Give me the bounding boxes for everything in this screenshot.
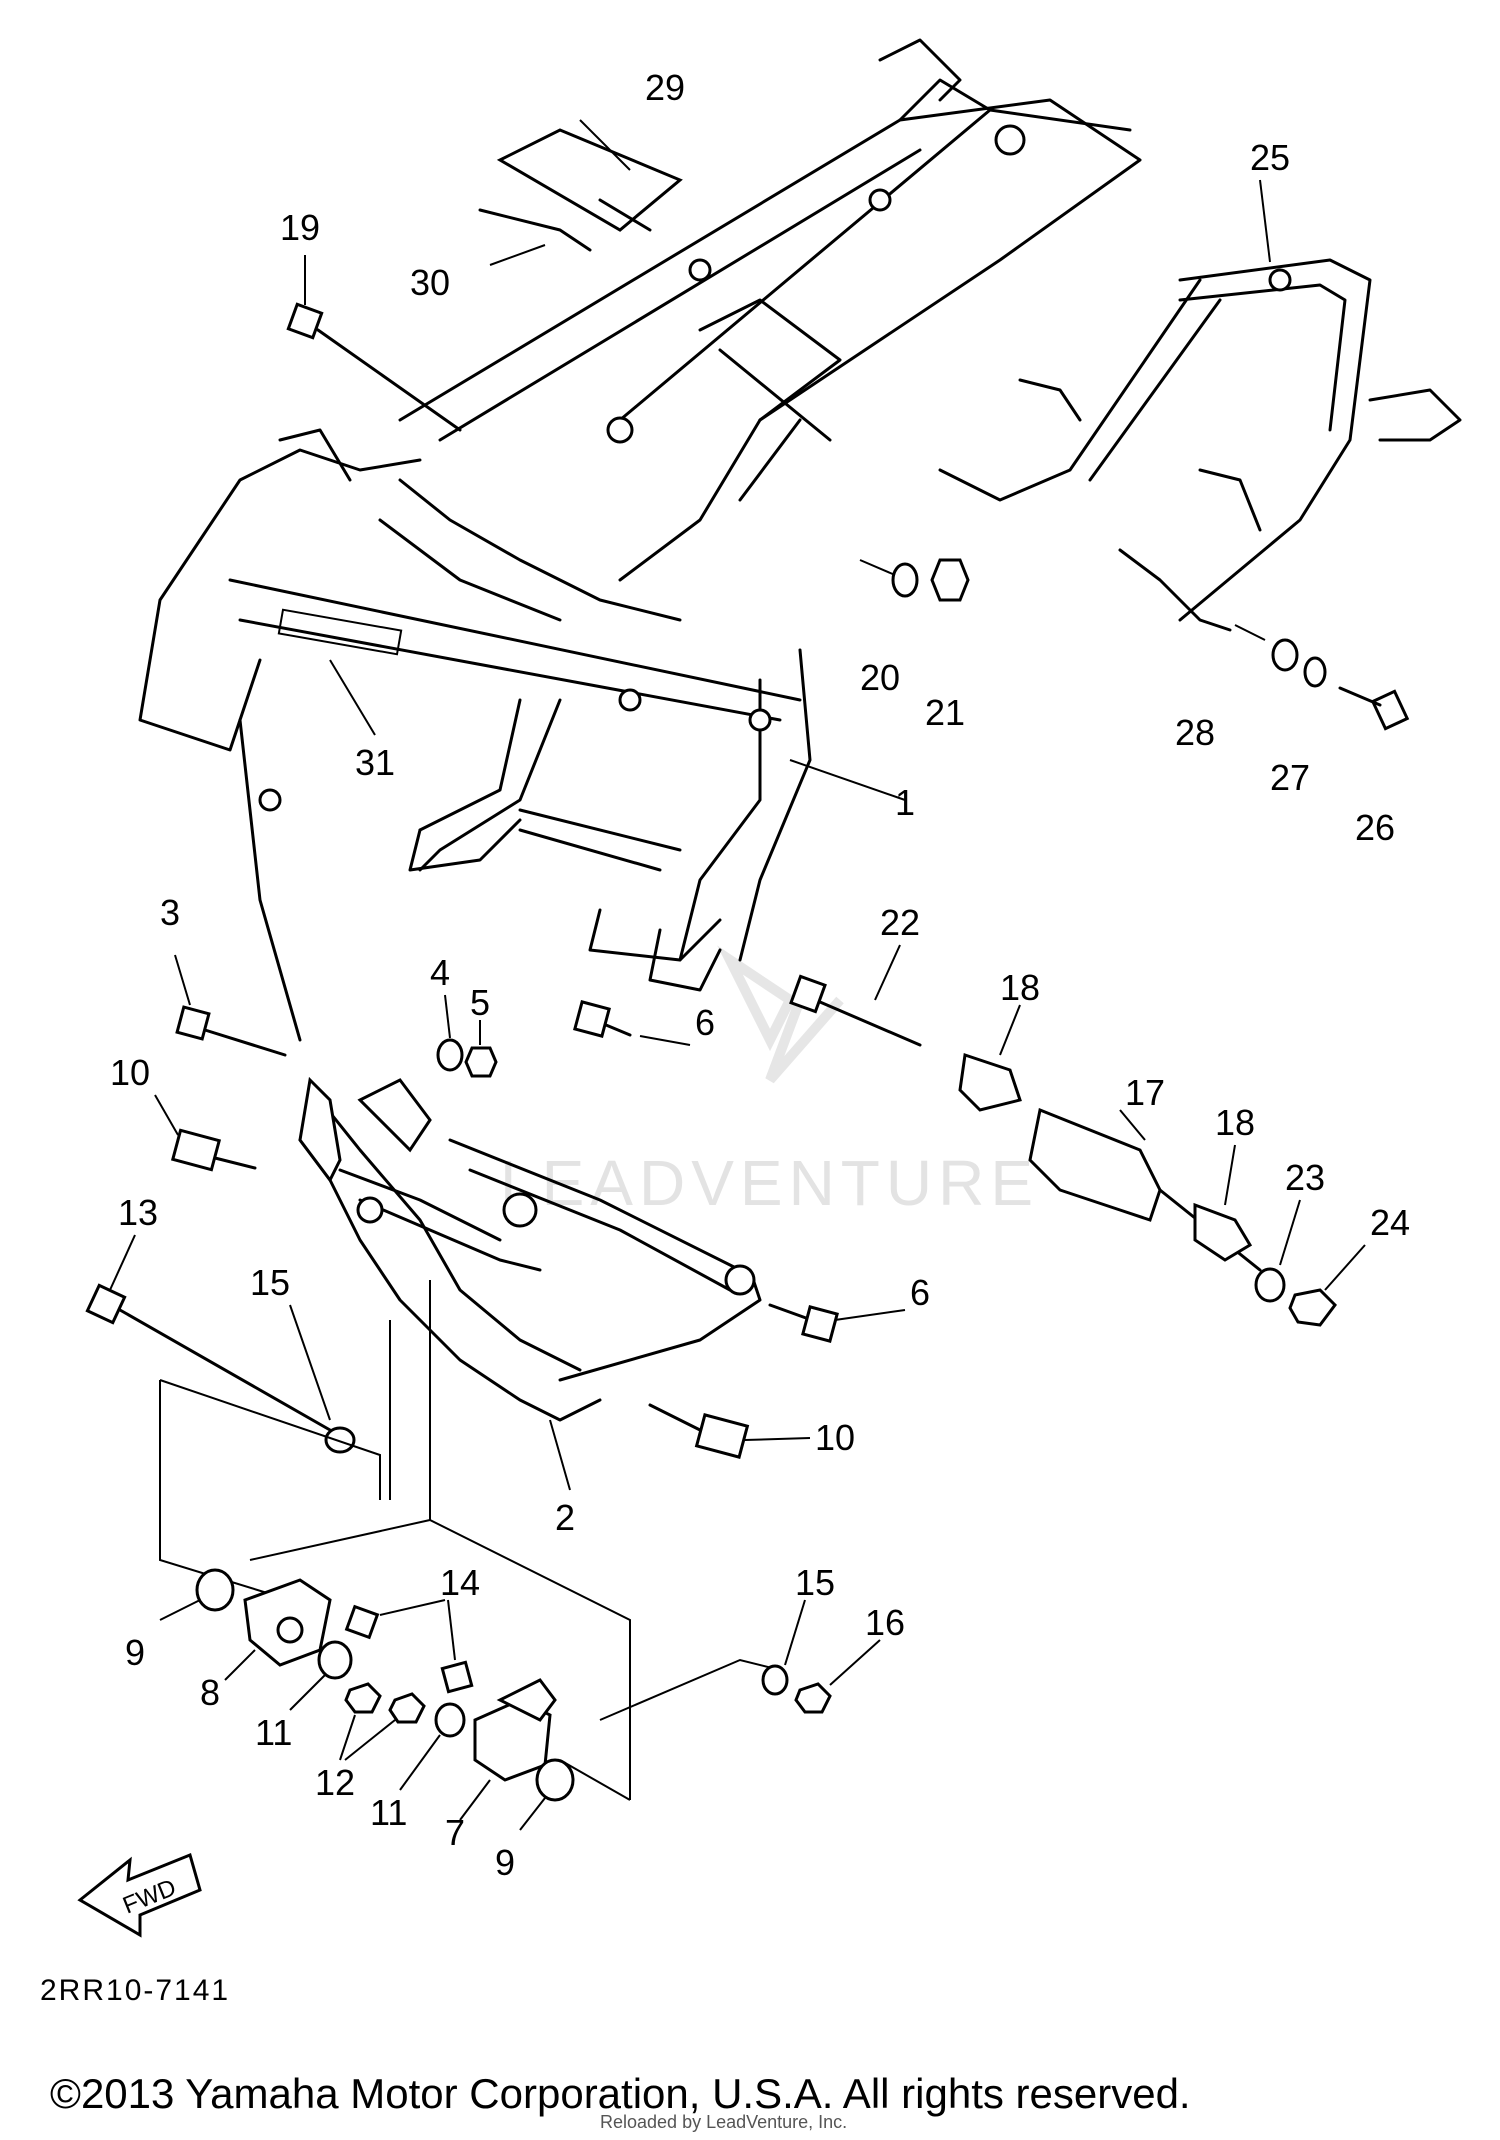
bolt-6-lower	[768, 1303, 906, 1343]
callout-26: 26	[1355, 807, 1395, 848]
callout-19: 19	[280, 207, 320, 248]
collar-9-right	[519, 1758, 575, 1831]
washer-nut-20-21	[859, 558, 970, 602]
callout-6-lower: 6	[910, 1272, 930, 1313]
callout-18-right: 18	[1215, 1102, 1255, 1143]
washer-11-right	[399, 1702, 466, 1791]
main-frame	[138, 38, 1142, 1042]
bolt-14-right	[440, 1599, 474, 1694]
credit-line: Reloaded by LeadVenture, Inc.	[600, 2112, 847, 2132]
long-bolt-13	[85, 1234, 332, 1432]
long-bolt-19	[286, 255, 462, 432]
callout-30: 30	[410, 262, 450, 303]
washer-nut-4-5	[436, 994, 498, 1078]
nut-12-left	[339, 1682, 382, 1761]
callout-2: 2	[555, 1497, 575, 1538]
damper-8	[224, 1578, 332, 1681]
washer-11-left	[289, 1640, 353, 1711]
callout-labels: 1 2 3 4 5 6 6 7 8 9 9 10 10 11 11 12 13 …	[110, 67, 1410, 1883]
long-bolt-22	[789, 944, 922, 1047]
callout-6-upper: 6	[695, 1002, 715, 1043]
bolt-washers-26-28	[1234, 624, 1410, 731]
leader-31	[329, 659, 376, 736]
spacer-18-left	[958, 1004, 1022, 1112]
damper-7	[459, 1678, 557, 1821]
fwd-arrow: FWD	[77, 1852, 202, 1938]
bolt-14-left	[344, 1599, 446, 1640]
callout-12: 12	[315, 1762, 355, 1803]
callout-9-left: 9	[125, 1632, 145, 1673]
watermark-text: LEADVENTURE	[500, 1147, 1039, 1219]
washer-nut-23-24	[1254, 1199, 1366, 1327]
nut-12-right	[344, 1692, 426, 1761]
callout-3: 3	[160, 892, 180, 933]
callout-13: 13	[118, 1192, 158, 1233]
bolt-10-upper	[154, 1094, 257, 1172]
leader-1	[789, 759, 906, 801]
callout-7: 7	[445, 1812, 465, 1853]
callout-8: 8	[200, 1672, 220, 1713]
bracket-box-lines	[159, 1280, 781, 1801]
callout-15-upper: 15	[250, 1262, 290, 1303]
frame-label-plate	[478, 119, 683, 266]
callout-28: 28	[1175, 712, 1215, 753]
spacer-18-right	[1193, 1144, 1253, 1262]
bolt-6-upper	[573, 1000, 691, 1046]
callout-9-right: 9	[495, 1842, 515, 1883]
callout-15-lower: 15	[795, 1562, 835, 1603]
copyright-notice: ©2013 Yamaha Motor Corporation, U.S.A. A…	[50, 2070, 1191, 2117]
callout-18-left: 18	[1000, 967, 1040, 1008]
bolt-10-lower	[648, 1403, 811, 1459]
callout-29: 29	[645, 67, 685, 108]
watermark: LEADVENTURE	[500, 945, 1039, 1219]
callout-16: 16	[865, 1602, 905, 1643]
collar-9-left	[159, 1568, 235, 1621]
leader-2	[549, 1419, 571, 1491]
callout-1: 1	[895, 782, 915, 823]
callout-10-lower: 10	[815, 1417, 855, 1458]
callout-21: 21	[925, 692, 965, 733]
engine-bracket-2	[298, 1076, 762, 1422]
callout-31: 31	[355, 742, 395, 783]
callout-17: 17	[1125, 1072, 1165, 1113]
diagram-code: 2RR10-7141	[40, 1974, 230, 2007]
nut-15-16	[761, 1599, 881, 1714]
callout-11-left: 11	[255, 1712, 292, 1753]
callout-14: 14	[440, 1562, 480, 1603]
rear-carrier-25	[938, 179, 1462, 632]
callout-22: 22	[880, 902, 920, 943]
callout-4: 4	[430, 952, 450, 993]
collar-15-upper	[289, 1304, 356, 1454]
callout-24: 24	[1370, 1202, 1410, 1243]
bolt-3	[174, 954, 287, 1057]
callout-20: 20	[860, 657, 900, 698]
callout-10-upper: 10	[110, 1052, 150, 1093]
callout-25: 25	[1250, 137, 1290, 178]
callout-11-right: 11	[370, 1792, 407, 1833]
callout-27: 27	[1270, 757, 1310, 798]
callout-5: 5	[470, 982, 490, 1023]
callout-23: 23	[1285, 1157, 1325, 1198]
